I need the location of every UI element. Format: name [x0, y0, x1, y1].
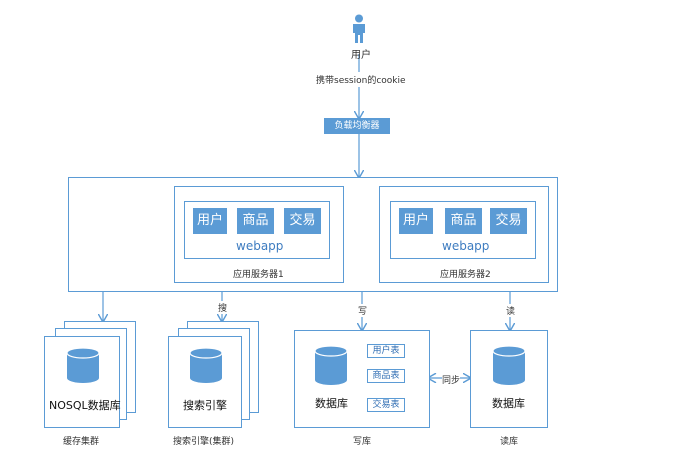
write-arrow-label: 写 [358, 304, 368, 317]
table-goods-tag: 商品表 [367, 369, 405, 383]
search-database-icon [189, 348, 223, 383]
load-balancer-box: 负载均衡器 [324, 118, 390, 134]
table-user-tag: 用户表 [367, 344, 405, 358]
app-server-1-caption: 应用服务器1 [233, 270, 284, 280]
webapp-1-label: webapp [236, 239, 284, 253]
search-arrow-label: 搜 [218, 301, 228, 314]
write-database-icon [314, 346, 348, 385]
module-user-1: 用户 [193, 208, 227, 234]
module-trade-2: 交易 [490, 208, 527, 234]
read-database-icon [492, 346, 526, 385]
table-trade-tag: 交易表 [367, 398, 405, 412]
load-balancer-label: 负载均衡器 [334, 121, 380, 131]
app-server-2-caption: 应用服务器2 [440, 270, 491, 280]
read-db-caption: 读库 [500, 437, 519, 447]
cache-caption: 缓存集群 [63, 437, 100, 447]
search-caption: 搜索引擎(集群) [173, 437, 235, 447]
module-goods-2: 商品 [445, 208, 482, 234]
read-db-label: 数据库 [492, 397, 525, 410]
write-db-caption: 写库 [353, 437, 372, 447]
user-label: 用户 [351, 50, 371, 61]
write-db-label: 数据库 [315, 397, 348, 410]
cookie-label: 携带session的cookie [316, 72, 406, 87]
module-trade-1: 交易 [284, 208, 321, 234]
cache-box-label: NOSQL数据库 [49, 399, 121, 412]
module-goods-1: 商品 [237, 208, 274, 234]
webapp-2-label: webapp [442, 239, 490, 253]
read-arrow-label: 读 [506, 304, 516, 317]
user-icon [353, 14, 365, 43]
module-user-2: 用户 [399, 208, 433, 234]
sync-label: 同步 [442, 373, 461, 386]
cache-database-icon [66, 348, 100, 383]
search-box-label: 搜索引擎 [183, 399, 227, 412]
